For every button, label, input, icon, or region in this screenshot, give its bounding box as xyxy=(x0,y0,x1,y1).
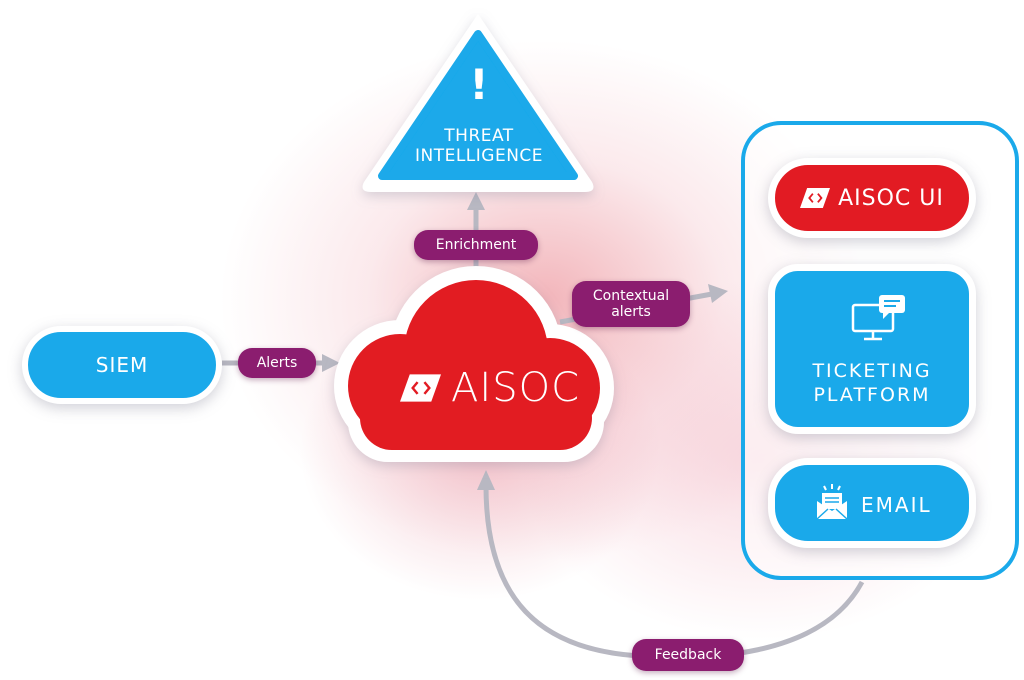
enrichment-tag: Enrichment xyxy=(414,230,538,260)
ticketing-label-line1: TICKETING xyxy=(812,360,932,382)
threat-intelligence-label-line1: THREAT xyxy=(444,126,514,146)
ticketing-label-line2: PLATFORM xyxy=(813,384,931,406)
threat-intelligence-label-line2: INTELLIGENCE xyxy=(414,146,544,166)
contextual-alerts-label-line1: Contextual xyxy=(592,288,670,304)
aisoc-ui-label: AISOC UI xyxy=(838,185,944,211)
aisoc-label: AISOC xyxy=(451,365,580,411)
enrichment-label: Enrichment xyxy=(435,237,517,253)
aisoc-logo: AISOC xyxy=(400,364,580,412)
code-brackets-logo-icon xyxy=(800,188,831,208)
feedback-tag: Feedback xyxy=(632,639,744,671)
contextual-alerts-label-line2: alerts xyxy=(611,304,651,320)
threat-intelligence-label: THREAT INTELLIGENCE xyxy=(404,126,554,166)
feedback-label: Feedback xyxy=(654,647,722,663)
email-node: EMAIL xyxy=(768,458,976,548)
threat-intelligence-node xyxy=(362,14,594,192)
ticketing-platform-node: TICKETING PLATFORM xyxy=(768,264,976,434)
envelope-icon xyxy=(816,484,848,520)
code-brackets-logo-icon xyxy=(400,374,442,402)
contextual-alerts-tag: Contextual alerts xyxy=(572,281,690,327)
siem-label: SIEM xyxy=(95,353,149,377)
ticketing-platform-label: TICKETING PLATFORM xyxy=(775,359,969,407)
siem-node: SIEM xyxy=(22,326,222,404)
email-label: EMAIL xyxy=(861,493,932,517)
alerts-tag: Alerts xyxy=(238,348,316,378)
aisoc-ui-node: AISOC UI xyxy=(768,158,976,238)
monitor-chat-icon xyxy=(851,295,905,341)
aisoc-cloud-node xyxy=(334,266,614,462)
alerts-label: Alerts xyxy=(256,355,298,371)
warning-exclamation-icon: ! xyxy=(469,60,489,109)
